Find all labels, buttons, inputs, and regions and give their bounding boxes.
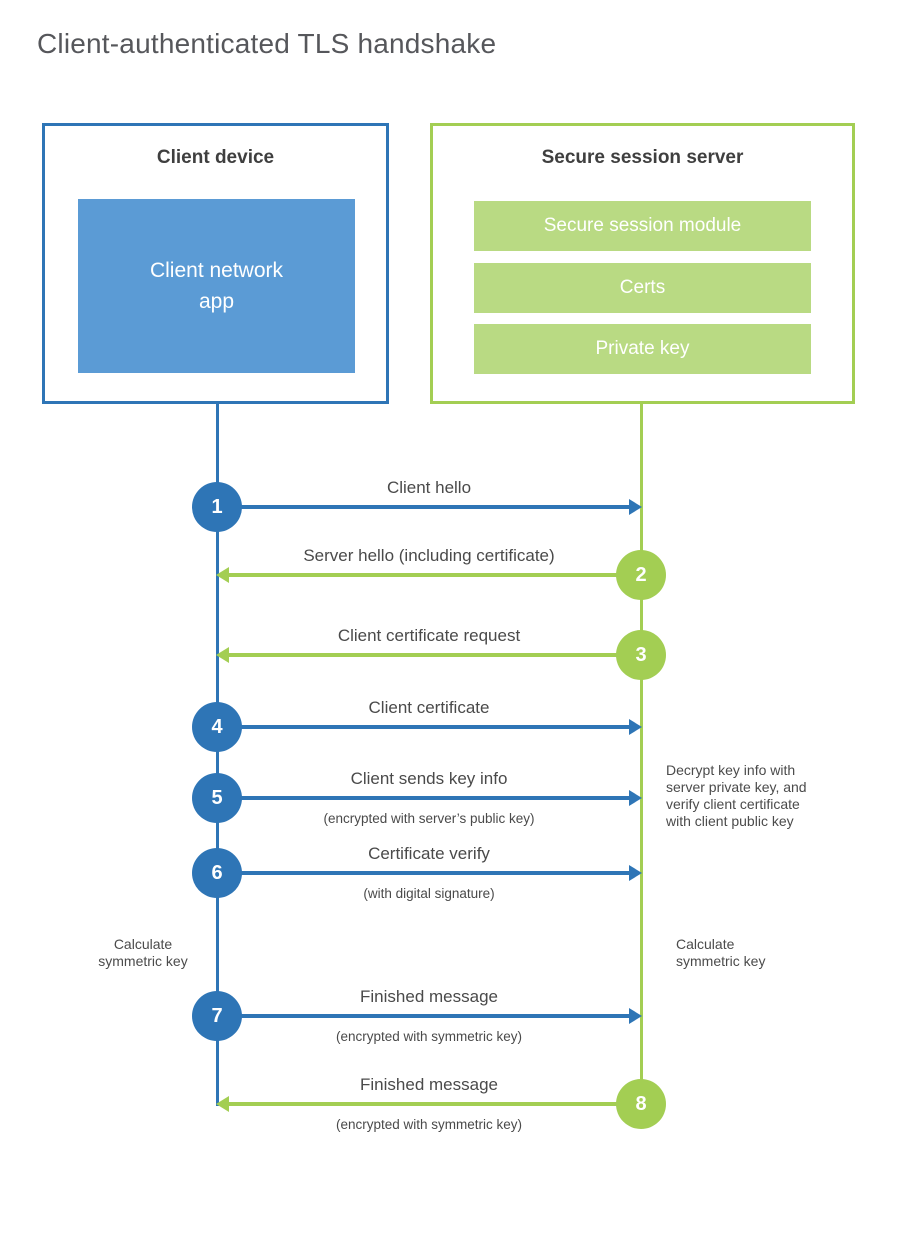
- server-lifeline: [639, 404, 643, 1104]
- arrow-left: [216, 647, 641, 663]
- message-label: Server hello (including certificate): [303, 546, 555, 565]
- step-badge-3: 3: [616, 630, 666, 680]
- message-note: (encrypted with server’s public key): [323, 811, 535, 826]
- arrow-right: [217, 499, 642, 515]
- arrow-right: [217, 790, 642, 806]
- arrowhead-right-icon: [629, 719, 642, 735]
- server-module-certs: Certs: [474, 263, 811, 313]
- arrow-left: [216, 567, 641, 583]
- step-badge-4: 4: [192, 702, 242, 752]
- message-label: Finished message: [360, 1075, 498, 1094]
- message-label: Client sends key info: [350, 769, 508, 788]
- arrowhead-left-icon: [216, 1096, 229, 1112]
- arrow-right: [217, 1008, 642, 1024]
- step-badge-2: 2: [616, 550, 666, 600]
- step-badge-8: 8: [616, 1079, 666, 1129]
- arrowhead-left-icon: [216, 567, 229, 583]
- step-badge-7: 7: [192, 991, 242, 1041]
- client-lifeline: [215, 404, 219, 1106]
- arrow-right: [217, 865, 642, 881]
- message-label: Client certificate: [368, 698, 490, 717]
- arrow-left: [216, 1096, 641, 1112]
- message-label: Client certificate request: [337, 626, 521, 645]
- message-note: (with digital signature): [363, 886, 495, 901]
- message-label: Client hello: [386, 478, 472, 497]
- arrowhead-left-icon: [216, 647, 229, 663]
- server-box-title: Secure session server: [541, 147, 744, 168]
- arrowhead-right-icon: [629, 865, 642, 881]
- server-box: Secure session server Secure session mod…: [430, 123, 855, 404]
- message-label: Certificate verify: [368, 844, 490, 863]
- server-module-private-key: Private key: [474, 324, 811, 374]
- arrowhead-right-icon: [629, 499, 642, 515]
- message-note: (encrypted with symmetric key): [335, 1117, 523, 1132]
- step-badge-1: 1: [192, 482, 242, 532]
- server-module-secure-session: Secure session module: [474, 201, 811, 251]
- step-badge-6: 6: [192, 848, 242, 898]
- message-label: Finished message: [360, 987, 498, 1006]
- arrow-right: [217, 719, 642, 735]
- calculate-symmetric-key-client: Calculate symmetric key: [98, 936, 188, 969]
- client-device-box: Client device Client network app: [42, 123, 389, 404]
- client-box-title: Client device: [156, 147, 275, 168]
- client-network-app-box: Client network app: [78, 199, 355, 373]
- message-note: (encrypted with symmetric key): [335, 1029, 523, 1044]
- server-decrypt-note: Decrypt key info with server private key…: [666, 762, 807, 829]
- arrowhead-right-icon: [629, 790, 642, 806]
- arrowhead-right-icon: [629, 1008, 642, 1024]
- page-title: Client-authenticated TLS handshake: [37, 28, 497, 59]
- step-badge-5: 5: [192, 773, 242, 823]
- calculate-symmetric-key-server: Calculate symmetric key: [676, 936, 766, 969]
